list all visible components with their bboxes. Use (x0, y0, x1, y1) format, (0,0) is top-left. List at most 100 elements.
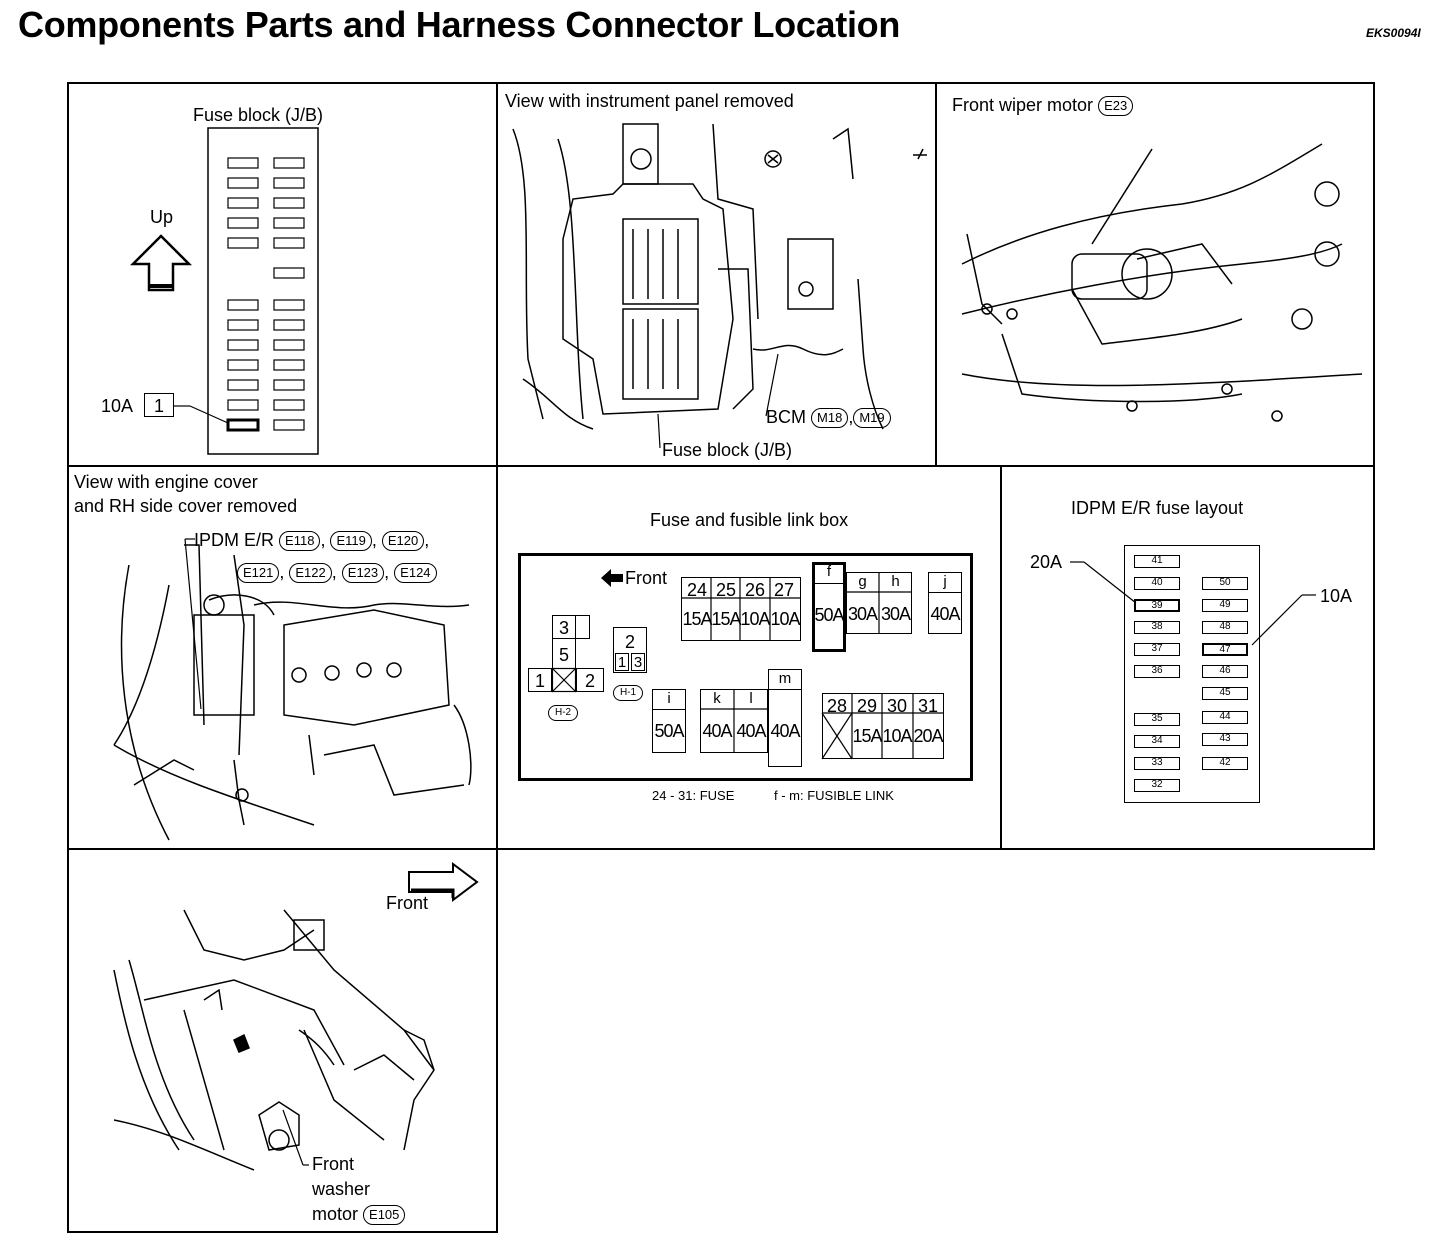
link-h-amp: 30A (880, 604, 911, 624)
link-f-amp: 50A (814, 605, 844, 625)
ipdm-fuse-37: 37 (1134, 643, 1180, 656)
fuse-link-box-frame (518, 553, 973, 781)
link-l-letter: l (749, 690, 753, 707)
engine-title-line1: View with engine cover (74, 472, 258, 492)
engine-illustration (113, 544, 472, 841)
ipdm-fuse-50: 50 (1202, 577, 1248, 590)
panel-engine-cover: View with engine cover and RH side cover… (67, 465, 498, 850)
panel-instrument-panel: View with instrument panel removed BC (496, 82, 937, 467)
ipdm-layout-frame (1124, 545, 1260, 803)
h2-connector: H-2 (548, 705, 579, 721)
fuse-25-num: 25 (715, 580, 737, 600)
bcm-text: BCM (766, 407, 806, 427)
cell-3: 3 (552, 615, 576, 639)
small-cell-2: 2 (624, 632, 635, 652)
connector-e124: E124 (394, 563, 437, 584)
up-arrow-icon (129, 234, 193, 292)
connector-m18: M18 (811, 408, 849, 429)
up-label: Up (150, 207, 174, 227)
ipdm-fuse-39: 39 (1134, 599, 1180, 612)
connector-e23: E23 (1098, 96, 1134, 117)
ipdm-label: IPDM E/R (194, 530, 275, 550)
connector-e122: E122 (289, 563, 332, 584)
wiper-motor-text: Front wiper motor (952, 95, 1094, 115)
connector-m19: M19 (853, 408, 891, 429)
link-g-amp: 30A (847, 604, 878, 624)
ipdm-fuse-33: 33 (1134, 757, 1180, 770)
connector-e105: E105 (363, 1205, 406, 1226)
link-j-amp: 40A (930, 604, 960, 624)
small-block-frame (613, 627, 647, 673)
arrow-left-icon (601, 569, 623, 587)
washer-front-label: Front (386, 893, 429, 913)
ipdm-fuse-44: 44 (1202, 711, 1248, 724)
link-j-frame (928, 572, 962, 634)
link-i-amp: 50A (654, 721, 684, 741)
panel-washer-motor: Front Front washer motor E105 (67, 848, 498, 1233)
washer-illustration (113, 909, 435, 1171)
fuse-25-amp: 15A (711, 609, 741, 629)
fuse-link-box-title: Fuse and fusible link box (650, 510, 849, 530)
links-kl-grid (700, 689, 768, 753)
cell-1: 1 (528, 668, 552, 692)
cell-x (551, 667, 577, 693)
link-j-letter: j (943, 573, 947, 590)
washer-label-line2: washer (312, 1179, 371, 1199)
small-cell-3: 3 (631, 653, 645, 671)
links-gh-grid (846, 572, 912, 634)
ipdm-fuse-41: 41 (1134, 555, 1180, 568)
link-m-frame (768, 669, 802, 767)
link-i-frame (652, 689, 686, 753)
link-f-divider (812, 583, 846, 584)
ipdm-row-2: E121, E122, E123, E124 (237, 563, 437, 584)
ipdm-fuse-42: 42 (1202, 757, 1248, 770)
fuse-28-num: 28 (826, 696, 848, 716)
bottom-fuses-grid (821, 693, 944, 760)
panel-wiper-motor: Front wiper motor E23 (935, 82, 1375, 467)
fuse-block-layout (207, 127, 319, 455)
fuse-30-amp: 10A (882, 726, 912, 746)
instrument-panel-illustration (512, 123, 927, 430)
bottom-fuses-frame (822, 693, 944, 759)
legend-fuse: 24 - 31: FUSE (652, 788, 735, 803)
callout-lines (657, 353, 779, 449)
cell-5-frame (552, 639, 576, 669)
link-g-letter: g (858, 573, 867, 590)
panel-fuse-link-box: Fuse and fusible link box Front 3 5 1 2 … (496, 465, 1002, 850)
link-m-letter: m (778, 670, 792, 687)
cell-2: 2 (576, 668, 604, 692)
legend-fusible-link: f - m: FUSIBLE LINK (774, 788, 894, 803)
fuse-29-amp: 15A (852, 726, 882, 746)
washer-label-line3: motor E105 (312, 1205, 406, 1226)
link-l-amp: 40A (736, 721, 766, 741)
link-m-amp: 40A (770, 721, 800, 741)
engine-title-line2: and RH side cover removed (74, 496, 298, 516)
wiper-motor-title: Front wiper motor E23 (952, 95, 1134, 117)
ipdm-callout-lines (1070, 561, 1316, 646)
ipdm-fuse-49: 49 (1202, 599, 1248, 612)
link-f-letter: f (826, 563, 832, 580)
cell-5: 5 (558, 645, 569, 665)
fuse-26-amp: 10A (740, 609, 770, 629)
panel-fuse-block: Fuse block (J/B) Up 10A 1 (67, 82, 498, 467)
link-i-divider (652, 709, 686, 710)
link-f-frame (812, 562, 846, 652)
ipdm-fuse-47: 47 (1202, 643, 1248, 656)
fuse-30-num: 30 (886, 696, 908, 716)
connector-e119: E119 (330, 531, 372, 552)
top-fuses-grid (681, 577, 801, 641)
fuse-rating-label: 10A (101, 396, 134, 416)
link-h-letter: h (891, 573, 900, 590)
ipdm-fuse-38: 38 (1134, 621, 1180, 634)
wiper-motor-illustration (961, 143, 1363, 422)
connector-e120: E120 (381, 531, 425, 552)
cell-3-tab (576, 615, 590, 639)
fuse-24-num: 24 (686, 580, 708, 600)
fuse-29-num: 29 (856, 696, 878, 716)
ipdm-row-1: IPDM E/R E118, E119, E120, (194, 530, 430, 552)
left-callout-20a: 20A (1030, 552, 1063, 572)
ipdm-callout-line (184, 538, 202, 710)
page-title: Components Parts and Harness Connector L… (18, 4, 901, 45)
fuse-callout-line (174, 405, 229, 424)
